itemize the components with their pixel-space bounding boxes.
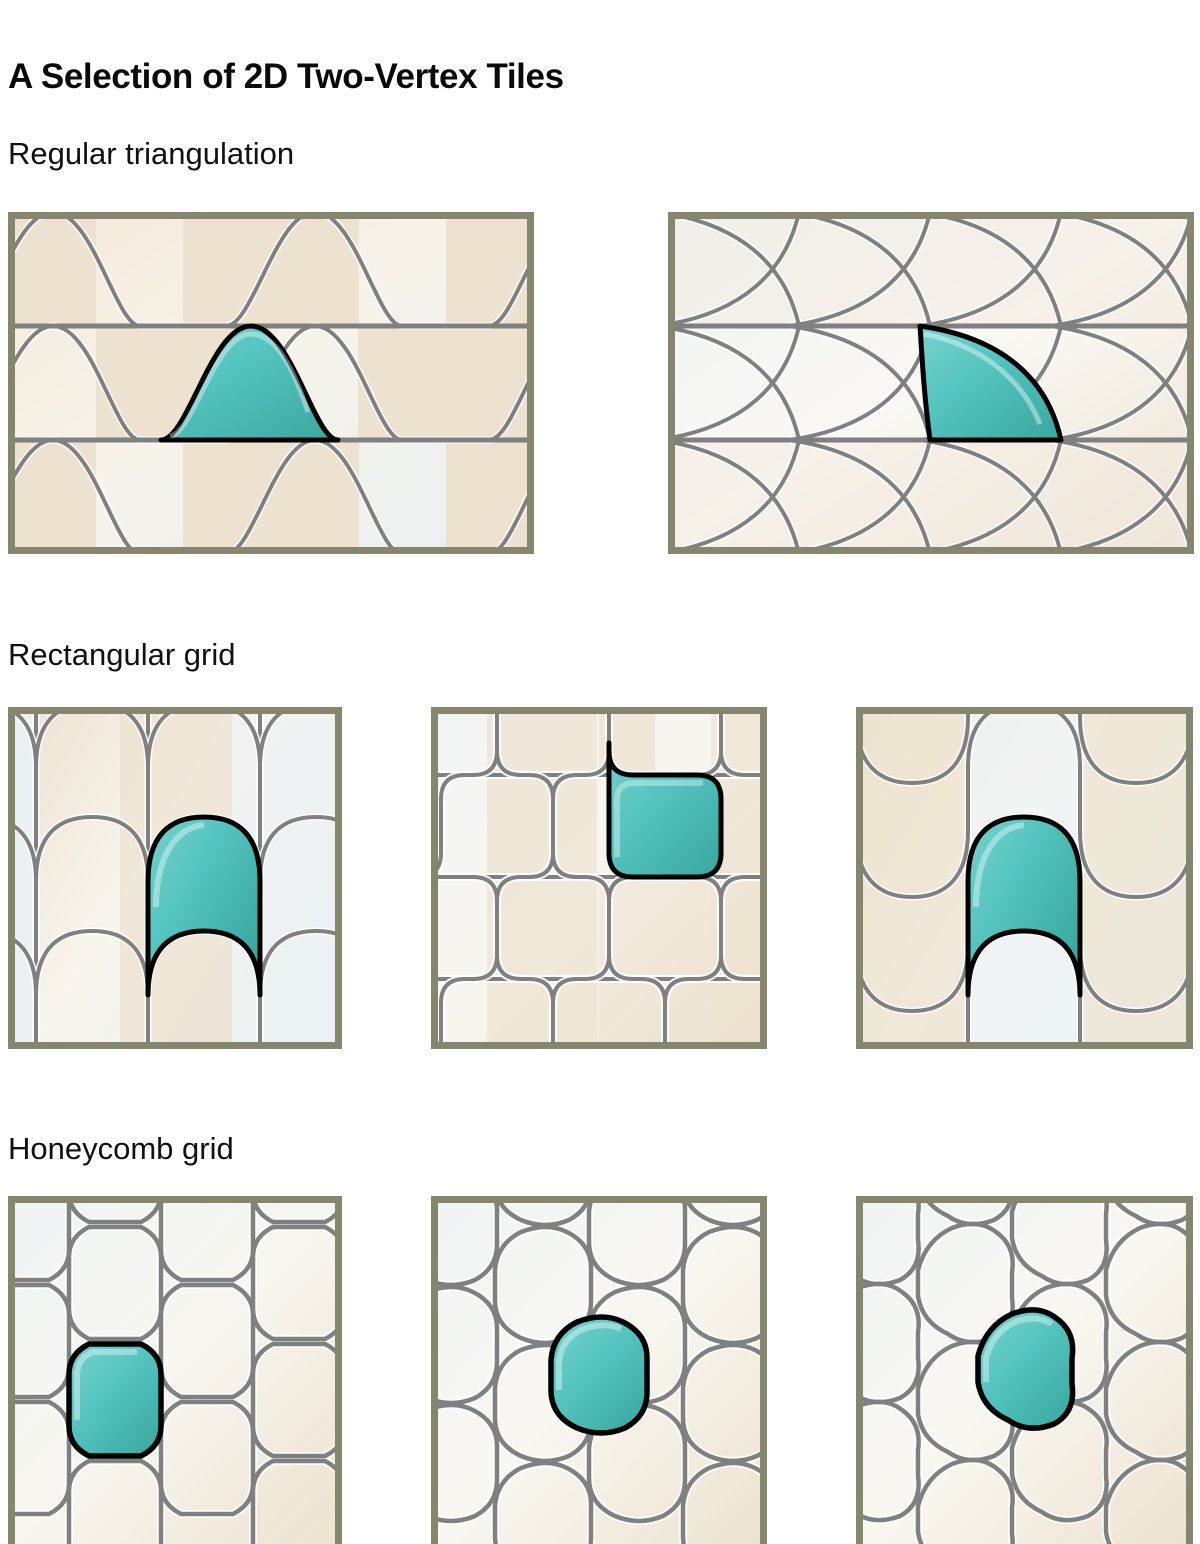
panel-regular-triangulation-ogee-tiling[interactable] (8, 212, 534, 554)
panel-honeycomb-grid-wavy-hex-tiling[interactable] (856, 1196, 1193, 1544)
panel-rectangular-grid-arch-tiling[interactable] (8, 707, 342, 1049)
highlighted-tile-wavy-hexagon[interactable] (975, 1307, 1076, 1431)
column-arch-tiling-svg (8, 707, 342, 1049)
section-label-honeycomb-grid: Honeycomb grid (8, 1131, 234, 1166)
rounded-brick-tiling-svg (431, 707, 767, 1049)
offset-column-arch-tiling-svg (856, 707, 1193, 1049)
rounded-hexagon-tiling-svg (8, 1196, 342, 1544)
skewed-hexagon-tiling-svg (431, 1196, 767, 1544)
panel-rectangular-grid-brick-tiling[interactable] (431, 707, 767, 1049)
wavy-hexagon-tiling-svg (856, 1196, 1193, 1544)
ogee-wave-tiling-svg (8, 212, 534, 554)
panel-regular-triangulation-fishscale-tiling[interactable] (668, 212, 1194, 554)
panel-honeycomb-grid-round-hex-tiling[interactable] (8, 1196, 342, 1544)
section-label-regular-triangulation: Regular triangulation (8, 136, 295, 171)
panel-rectangular-grid-offset-arch-tiling[interactable] (856, 707, 1193, 1049)
highlighted-tile-skewed-hexagon[interactable] (548, 1314, 650, 1436)
page-title: A Selection of 2D Two-Vertex Tiles (8, 57, 564, 97)
section-label-rectangular-grid: Rectangular grid (8, 637, 236, 672)
highlighted-tile-rounded-hexagon[interactable] (66, 1341, 164, 1459)
panel-honeycomb-grid-skew-hex-tiling[interactable] (431, 1196, 767, 1544)
fish-scale-tiling-svg (668, 212, 1194, 554)
